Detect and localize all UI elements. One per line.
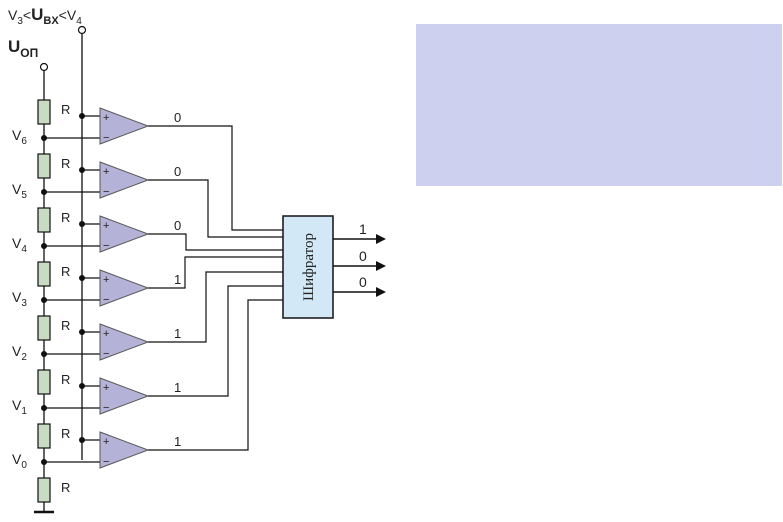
comparator-output-value: 0	[174, 218, 181, 233]
reference-voltage-label: UОП	[8, 37, 38, 60]
resistor	[37, 423, 51, 449]
resistor-label: R	[61, 426, 70, 441]
comparator-output-value: 1	[174, 434, 181, 449]
resistor	[37, 261, 51, 287]
comparator-plus-sign: +	[103, 166, 109, 178]
comparator-plus-sign: +	[103, 112, 109, 124]
comparator	[99, 377, 150, 415]
node-voltage-label: V5	[12, 181, 27, 201]
comparator-minus-sign: −	[103, 402, 109, 414]
comparator-output-value: 1	[174, 380, 181, 395]
encoder-output-value: 0	[359, 248, 367, 264]
comparator-plus-sign: +	[103, 328, 109, 340]
resistor	[37, 153, 51, 179]
resistor	[37, 315, 51, 341]
comparator-minus-sign: −	[103, 348, 109, 360]
comparator-output-wire	[148, 271, 283, 343]
comparator-output-value: 1	[174, 272, 181, 287]
resistor-label: R	[61, 210, 70, 225]
comparator-plus-sign: +	[103, 220, 109, 232]
comparator	[99, 215, 150, 253]
input-condition-label: V3<UBX<V4	[8, 5, 82, 27]
encoder-output-value: 1	[359, 221, 367, 237]
resistor-label: R	[61, 102, 70, 117]
resistor-label: R	[61, 480, 70, 495]
encoder-block	[282, 215, 334, 319]
resistor-label: R	[61, 372, 70, 387]
input-terminal	[77, 25, 87, 35]
comparator-output-value: 0	[174, 164, 181, 179]
comparator-minus-sign: −	[103, 132, 109, 144]
resistor	[37, 207, 51, 233]
encoder-output-value: 0	[359, 274, 367, 290]
comparator	[99, 107, 150, 145]
node-voltage-label: V3	[12, 289, 27, 309]
node-voltage-label: V2	[12, 343, 27, 363]
resistor	[37, 477, 51, 503]
resistor-label: R	[61, 156, 70, 171]
comparator-output-wire	[148, 125, 283, 231]
resistor-label: R	[61, 264, 70, 279]
comparator-minus-sign: −	[103, 294, 109, 306]
node-voltage-label: V4	[12, 235, 27, 255]
comparator-output-wire	[148, 285, 283, 397]
comparator	[99, 269, 150, 307]
node-voltage-label: V0	[12, 451, 27, 471]
comparator-plus-sign: +	[103, 436, 109, 448]
comparator-minus-sign: −	[103, 240, 109, 252]
comparator-minus-sign: −	[103, 456, 109, 468]
resistor	[37, 369, 51, 395]
comparator	[99, 323, 150, 361]
comparator-output-value: 1	[174, 326, 181, 341]
comparator-output-wire	[148, 233, 283, 251]
info-panel	[416, 24, 782, 186]
comparator	[99, 431, 150, 469]
node-voltage-label: V6	[12, 127, 27, 147]
resistor-label: R	[61, 318, 70, 333]
comparator-output-value: 0	[174, 110, 181, 125]
node-voltage-label: V1	[12, 397, 27, 417]
comparator-output-wire	[148, 299, 283, 451]
comparator-plus-sign: +	[103, 382, 109, 394]
comparator-output-wire	[148, 256, 283, 289]
comparator-minus-sign: −	[103, 186, 109, 198]
comparator-plus-sign: +	[103, 274, 109, 286]
comparator-output-wire	[148, 179, 283, 238]
comparator	[99, 161, 150, 199]
resistor	[37, 99, 51, 125]
reference-terminal	[39, 62, 49, 72]
encoder-label: Шифратор	[301, 233, 317, 301]
